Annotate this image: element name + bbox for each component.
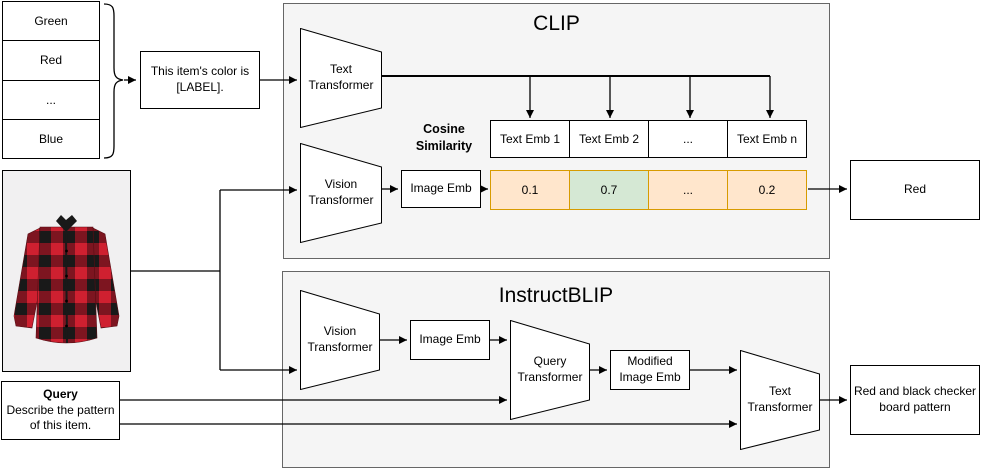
cosine-similarity-label: Cosine Similarity bbox=[415, 122, 473, 153]
clip-output-box: Red bbox=[850, 160, 980, 220]
similarity-cell: 0.2 bbox=[727, 170, 807, 210]
text-emb-cell: Text Emb n bbox=[727, 120, 807, 158]
brace-icon bbox=[103, 3, 124, 159]
clip-image-emb-box: Image Emb bbox=[401, 170, 481, 208]
label-list: Green Red ... Blue bbox=[2, 1, 100, 159]
text-emb-cell: ... bbox=[648, 120, 728, 158]
label-list-item: ... bbox=[3, 81, 99, 120]
clip-title: CLIP bbox=[533, 12, 580, 35]
similarity-cell-match: 0.7 bbox=[569, 170, 649, 210]
prompt-box: This item's color is [LABEL]. bbox=[140, 51, 260, 109]
label-list-item: Green bbox=[3, 2, 99, 42]
similarity-cell: 0.1 bbox=[490, 170, 570, 210]
query-box-text: Describe the pattern of this item. bbox=[6, 402, 115, 433]
label-list-item: Red bbox=[3, 41, 99, 81]
ib-modified-image-emb-box: Modified Image Emb bbox=[610, 350, 690, 390]
text-emb-row: Text Emb 1 Text Emb 2 ... Text Emb n bbox=[490, 120, 807, 158]
shirt-image bbox=[2, 170, 131, 372]
query-box: Query Describe the pattern of this item. bbox=[1, 381, 120, 440]
ib-query-transformer-label: Query Transformer bbox=[517, 354, 583, 384]
shirt-branch-line bbox=[131, 190, 221, 370]
ib-image-emb-box: Image Emb bbox=[410, 320, 490, 360]
ib-text-transformer-label: Text Transformer bbox=[747, 384, 813, 414]
text-emb-cell: Text Emb 1 bbox=[490, 120, 570, 158]
shirt-illustration bbox=[3, 171, 130, 371]
query-box-title: Query bbox=[43, 387, 78, 402]
similarity-cell: ... bbox=[648, 170, 728, 210]
ib-output-box: Red and black checker board pattern bbox=[850, 365, 980, 435]
clip-text-transformer-label: Text Transformer bbox=[308, 62, 374, 92]
ib-vision-transformer-label: Vision Transformer bbox=[307, 324, 373, 354]
clip-vision-transformer-label: Vision Transformer bbox=[308, 177, 374, 207]
clip-text-transformer: Text Transformer bbox=[300, 28, 382, 128]
ib-vision-transformer: Vision Transformer bbox=[300, 290, 380, 390]
clip-vision-transformer: Vision Transformer bbox=[300, 143, 382, 243]
label-list-item: Blue bbox=[38, 131, 64, 146]
ib-query-transformer: Query Transformer bbox=[510, 320, 590, 420]
similarity-row: 0.1 0.7 ... 0.2 bbox=[490, 170, 807, 210]
ib-text-transformer: Text Transformer bbox=[740, 350, 820, 450]
text-emb-cell: Text Emb 2 bbox=[569, 120, 649, 158]
instructblip-title: InstructBLIP bbox=[498, 284, 614, 307]
